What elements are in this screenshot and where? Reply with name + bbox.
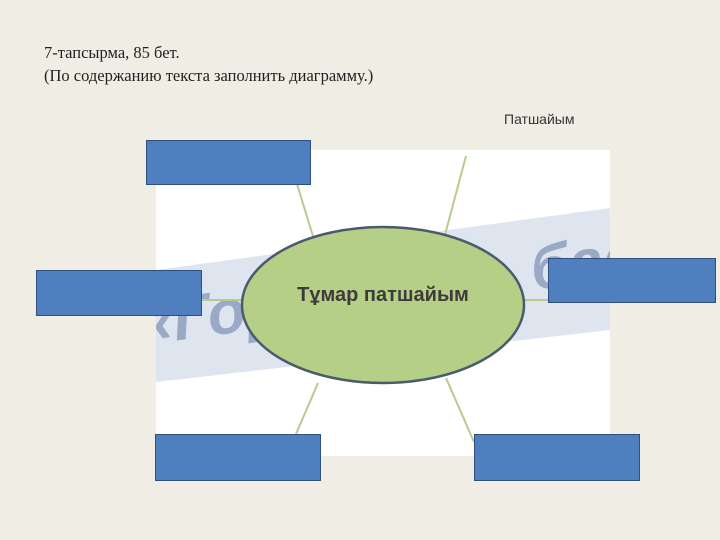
answer-box-bottom-right[interactable] (474, 434, 640, 481)
answer-box-mid-right[interactable] (548, 258, 716, 303)
task-number-line: 7-тапсырма, 85 бет. (44, 43, 180, 62)
top-label: Патшайым (504, 111, 575, 127)
answer-box-top-left[interactable] (146, 140, 311, 185)
task-instruction-line: (По содержанию текста заполнить диаграмм… (44, 66, 374, 85)
connector-bottom-left (295, 382, 319, 435)
task-instruction: 7-тапсырма, 85 бет. (По содержанию текст… (44, 41, 373, 87)
center-ellipse (240, 225, 526, 385)
connector-top-right (441, 155, 467, 247)
answer-box-bottom-left[interactable] (155, 434, 321, 481)
connector-bottom-right (445, 377, 475, 443)
connector-top-left (296, 183, 317, 247)
answer-box-mid-left[interactable] (36, 270, 202, 316)
